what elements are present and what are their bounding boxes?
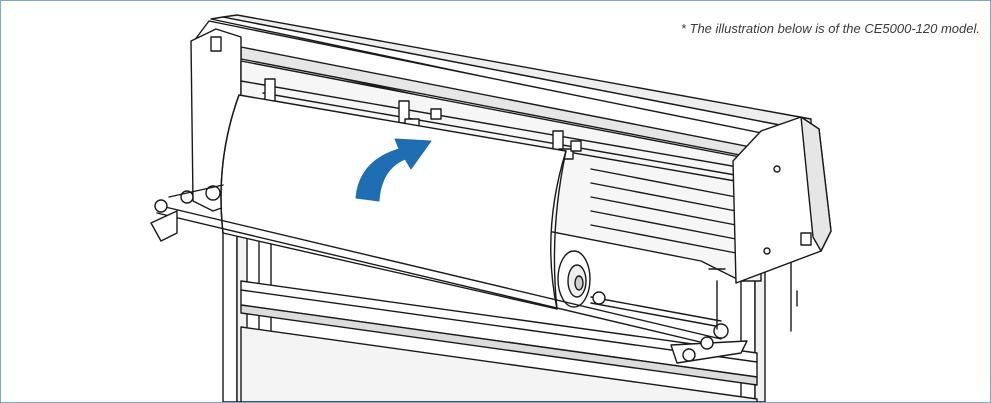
model-caption: * The illustration below is of the CE500… xyxy=(680,21,980,36)
stand-crossbar xyxy=(240,280,758,402)
stock-shafts xyxy=(150,184,748,364)
media-roll xyxy=(220,94,591,310)
plotter-body xyxy=(190,14,832,284)
feed-direction-arrow-icon xyxy=(355,138,432,202)
